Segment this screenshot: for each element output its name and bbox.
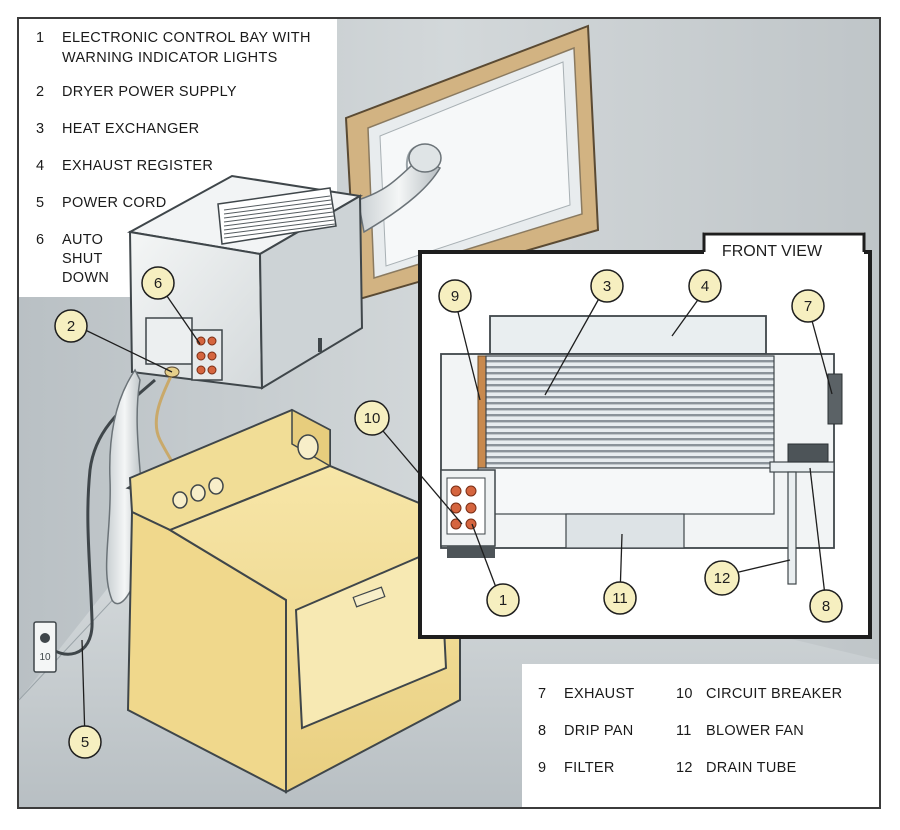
- callout-1: 1: [486, 583, 520, 617]
- svg-text:11: 11: [612, 590, 628, 607]
- legend-label: DRYER POWER SUPPLY: [62, 84, 237, 100]
- svg-text:5: 5: [81, 734, 89, 751]
- mounted-heat-unit: [126, 174, 364, 390]
- legend-label: CIRCUIT BREAKER: [706, 686, 843, 702]
- svg-text:3: 3: [603, 278, 611, 295]
- legend-number: 1: [36, 30, 45, 46]
- legend-number: 10: [676, 686, 693, 702]
- svg-text:1: 1: [499, 592, 507, 609]
- legend-label: EXHAUST: [564, 686, 635, 702]
- legend-number: 5: [36, 195, 45, 211]
- heat-exchanger: [485, 355, 775, 469]
- callout-2: 2: [54, 309, 88, 343]
- callout-5: 5: [68, 725, 102, 759]
- drip-pan: [769, 443, 835, 473]
- exhaust-duct: [357, 143, 442, 234]
- legend-label: FILTER: [564, 760, 615, 776]
- callouts: 1 2 3 4 5 6 7 8 9 10 11 12: [54, 266, 843, 759]
- outlet-label: 10: [39, 652, 51, 663]
- blower-fan: [565, 513, 685, 549]
- drain-tube: [787, 471, 797, 585]
- legend-bottom-background: [522, 664, 879, 807]
- callout-7: 7: [791, 289, 825, 323]
- callout-4: 4: [688, 269, 722, 303]
- callout-6: 6: [141, 266, 175, 300]
- svg-text:12: 12: [714, 570, 731, 587]
- legend-label: BLOWER FAN: [706, 723, 805, 739]
- svg-text:9: 9: [451, 288, 459, 305]
- callout-12: 12: [704, 560, 740, 596]
- callout-11: 11: [603, 581, 637, 615]
- callout-9: 9: [438, 279, 472, 313]
- legend-label: EXHAUST REGISTER: [62, 158, 214, 174]
- legend-bottom: 7 EXHAUST 10 CIRCUIT BREAKER 8 DRIP PAN …: [538, 686, 868, 796]
- svg-text:10: 10: [364, 410, 381, 427]
- wall-outlet: 10: [33, 621, 57, 673]
- legend-label: HEAT EXCHANGER: [62, 121, 200, 137]
- front-view-title: FRONT VIEW: [722, 243, 823, 260]
- svg-text:8: 8: [822, 598, 830, 615]
- legend-top: 1 ELECTRONIC CONTROL BAY WITH WARNING IN…: [36, 30, 336, 300]
- legend-number: 3: [36, 121, 45, 137]
- legend-number: 2: [36, 84, 45, 100]
- legend-number: 6: [36, 232, 45, 248]
- callout-3: 3: [590, 269, 624, 303]
- legend-label: DRAIN TUBE: [706, 760, 797, 776]
- legend-label: POWER CORD: [62, 195, 167, 211]
- clothes-dryer: [125, 408, 467, 794]
- callout-8: 8: [809, 589, 843, 623]
- svg-text:4: 4: [701, 278, 709, 295]
- legend-number: 11: [676, 723, 692, 739]
- callout-10: 10: [354, 400, 390, 436]
- svg-text:2: 2: [67, 318, 75, 335]
- legend-number: 8: [538, 723, 547, 739]
- filter: [477, 355, 487, 469]
- svg-text:6: 6: [154, 275, 162, 292]
- legend-label: AUTO SHUT DOWN: [62, 232, 110, 286]
- exhaust-port: [827, 373, 843, 425]
- legend-label: DRIP PAN: [564, 723, 634, 739]
- legend-number: 4: [36, 158, 45, 174]
- legend-number: 7: [538, 686, 547, 702]
- legend-label: ELECTRONIC CONTROL BAY WITH WARNING INDI…: [62, 30, 311, 66]
- auto-shutdown-panel: [191, 329, 223, 381]
- legend-number: 9: [538, 760, 547, 776]
- svg-text:7: 7: [804, 298, 812, 315]
- legend-number: 12: [676, 760, 693, 776]
